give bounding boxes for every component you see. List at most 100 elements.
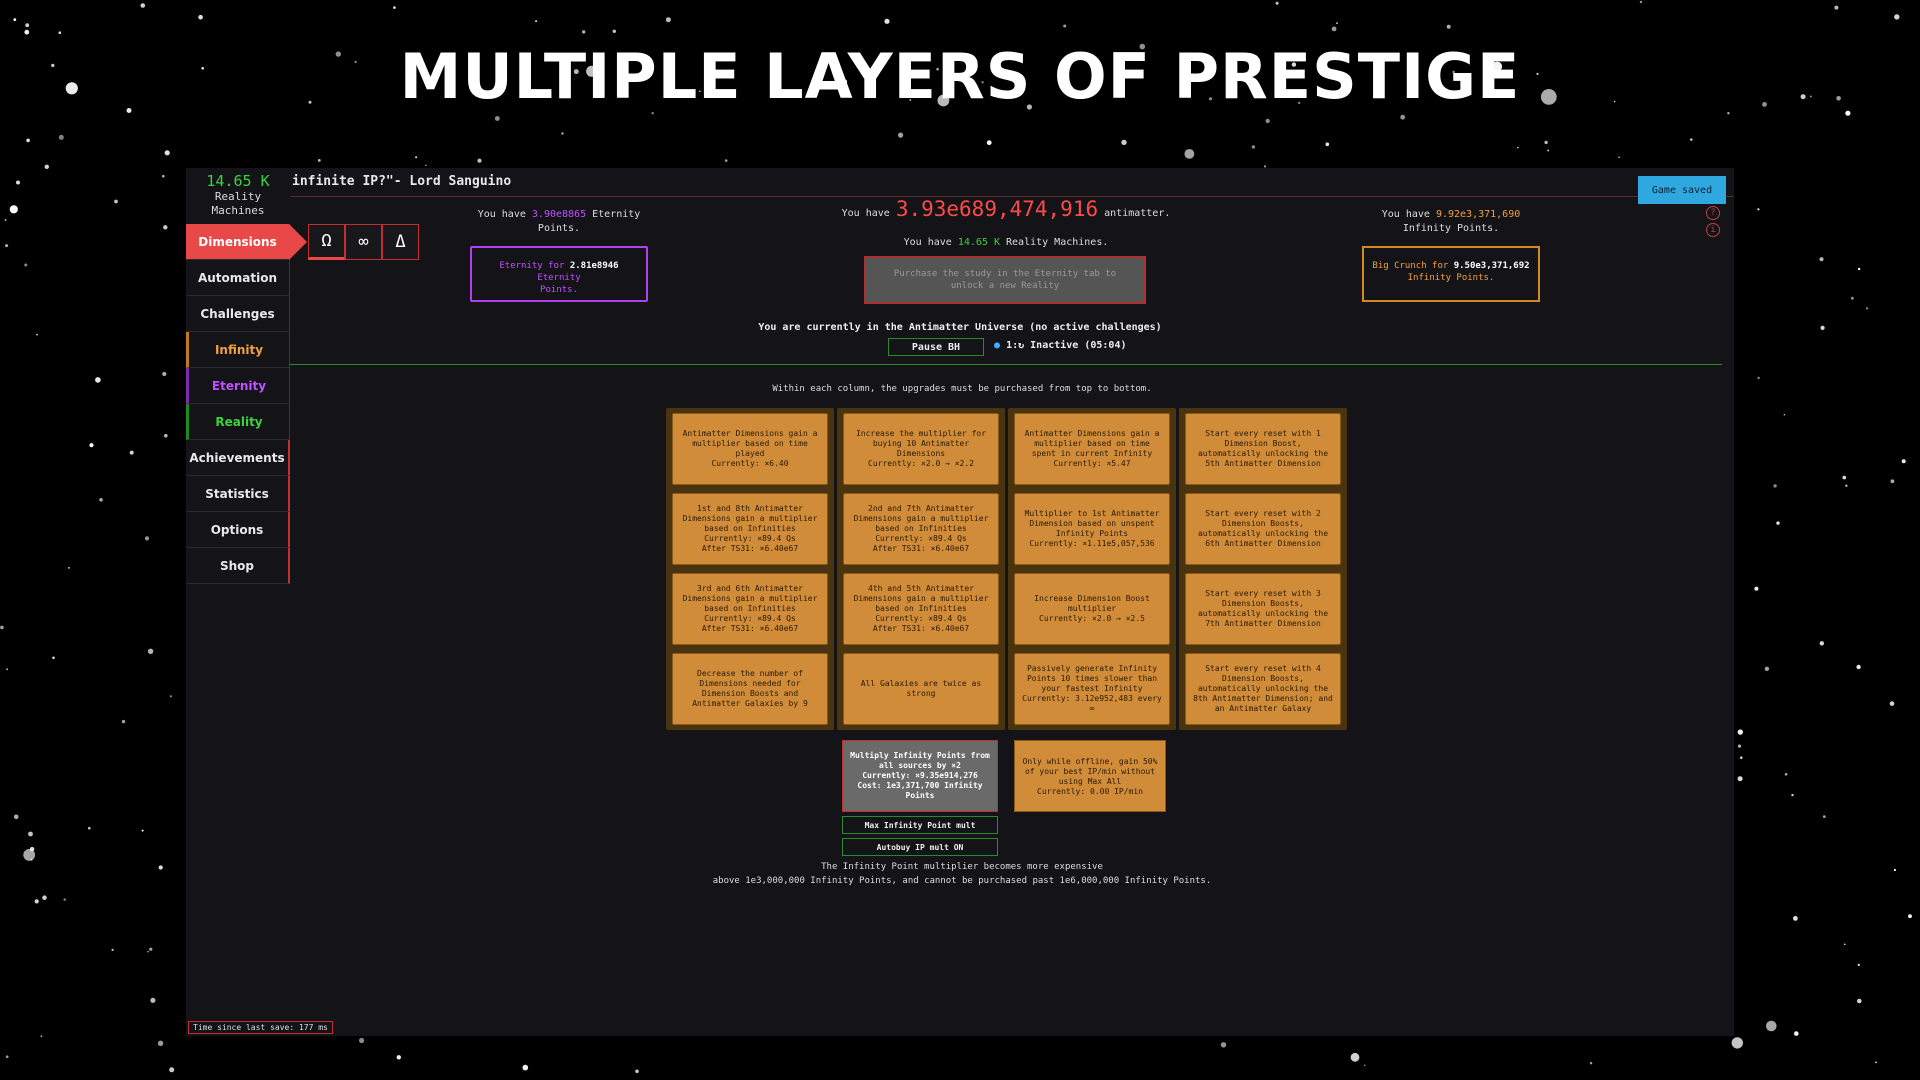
star — [1776, 521, 1780, 525]
help-icon[interactable]: ? — [1706, 206, 1720, 220]
star — [981, 81, 984, 84]
star — [126, 108, 132, 113]
infinity-upgrade[interactable]: 4th and 5th Antimatter Dimensions gain a… — [843, 573, 999, 645]
star — [1275, 1, 1279, 5]
infinity-upgrade[interactable]: Antimatter Dimensions gain a multiplier … — [672, 413, 828, 485]
star — [1251, 145, 1256, 149]
star — [68, 567, 70, 569]
star — [36, 333, 38, 336]
star — [1544, 140, 1548, 145]
infinity-upgrade[interactable]: 2nd and 7th Antimatter Dimensions gain a… — [843, 493, 999, 565]
star — [1291, 62, 1297, 67]
reality-button[interactable]: Purchase the study in the Eternity tab t… — [864, 256, 1146, 304]
star — [42, 895, 47, 900]
infinity-upgrade[interactable]: Start every reset with 4 Dimension Boost… — [1185, 653, 1341, 725]
star — [141, 829, 144, 832]
star — [13, 18, 17, 21]
star — [1800, 94, 1806, 100]
tab-reality[interactable]: Reality — [186, 404, 290, 440]
star — [164, 150, 170, 156]
delta-icon[interactable]: Δ — [382, 224, 419, 260]
star — [140, 3, 146, 8]
info-icon[interactable]: i — [1706, 223, 1720, 237]
tab-challenges[interactable]: Challenges — [186, 296, 290, 332]
tab-statistics[interactable]: Statistics — [186, 476, 290, 512]
ip-multiplier-upgrade[interactable]: Multiply Infinity Points from all source… — [842, 740, 998, 812]
game-window: 14.65 K Reality Machines Dimensions Auto… — [186, 168, 1734, 1036]
reality-machines-label: Reality — [214, 190, 262, 203]
star — [147, 950, 150, 953]
star — [0, 625, 4, 630]
infinity-upgrade[interactable]: Antimatter Dimensions gain a multiplier … — [1014, 413, 1170, 485]
star — [1452, 70, 1455, 74]
tab-achievements[interactable]: Achievements — [186, 440, 290, 476]
star — [1540, 89, 1557, 105]
star — [1794, 1031, 1799, 1036]
star — [1857, 267, 1861, 271]
pause-black-hole-button[interactable]: Pause BH — [888, 338, 984, 356]
star — [169, 695, 172, 698]
star — [724, 159, 728, 162]
star — [1822, 815, 1826, 818]
eternity-points-display: You have 3.90e8865 Eternity Points. — [477, 209, 641, 234]
star — [34, 899, 39, 904]
tab-shop[interactable]: Shop — [186, 548, 290, 584]
star — [162, 174, 165, 178]
star — [1589, 1062, 1593, 1065]
star — [198, 14, 203, 20]
infinity-upgrade[interactable]: 3rd and 6th Antimatter Dimensions gain a… — [672, 573, 828, 645]
game-saved-notification[interactable]: Game saved — [1638, 176, 1726, 204]
infinity-upgrade[interactable]: Multiplier to 1st Antimatter Dimension b… — [1014, 493, 1170, 565]
star — [52, 656, 55, 660]
star — [163, 225, 168, 230]
star — [1384, 54, 1388, 58]
infinity-upgrade[interactable]: Decrease the number of Dimensions needed… — [672, 653, 828, 725]
star — [1850, 296, 1854, 300]
section-divider — [290, 364, 1722, 365]
reality-machines-info: You have 14.65 K Reality Machines. — [903, 237, 1109, 248]
star — [1220, 1042, 1227, 1048]
omega-icon[interactable]: Ω — [308, 224, 345, 260]
star — [24, 263, 28, 267]
antimatter-amount: 3.93e689,474,916 — [895, 197, 1099, 221]
star — [89, 443, 94, 448]
star — [1757, 376, 1760, 380]
tab-infinity[interactable]: Infinity — [186, 332, 290, 368]
star — [635, 1069, 639, 1074]
star — [354, 60, 357, 64]
infinity-upgrade[interactable]: Increase Dimension Boost multiplier Curr… — [1014, 573, 1170, 645]
infinity-upgrade[interactable]: Start every reset with 2 Dimension Boost… — [1185, 493, 1341, 565]
star — [58, 134, 64, 140]
star — [561, 132, 564, 135]
max-ip-mult-button[interactable]: Max Infinity Point mult — [842, 816, 998, 834]
tab-automation[interactable]: Automation — [186, 260, 290, 296]
tab-dimensions[interactable]: Dimensions — [186, 224, 307, 260]
star — [1819, 257, 1824, 262]
infinity-upgrade[interactable]: All Galaxies are twice as strong — [843, 653, 999, 725]
big-crunch-button[interactable]: Big Crunch for 9.50e3,371,692 Infinity P… — [1362, 246, 1540, 302]
infinity-upgrade[interactable]: Start every reset with 3 Dimension Boost… — [1185, 573, 1341, 645]
infinity-upgrade[interactable]: Passively generate Infinity Points 10 ti… — [1014, 653, 1170, 725]
tab-eternity[interactable]: Eternity — [186, 368, 290, 404]
star — [477, 158, 482, 163]
star — [1737, 744, 1742, 748]
star — [1791, 793, 1794, 797]
star — [158, 865, 163, 870]
eternity-button[interactable]: Eternity for 2.81e8946 Eternity Points. — [470, 246, 648, 302]
autobuy-ip-mult-button[interactable]: Autobuy IP mult ON — [842, 838, 998, 856]
star — [699, 90, 701, 93]
infinity-upgrade[interactable]: 1st and 8th Antimatter Dimensions gain a… — [672, 493, 828, 565]
star — [1737, 729, 1744, 735]
star — [317, 159, 321, 162]
star — [1845, 484, 1848, 487]
infinity-upgrade[interactable]: Start every reset with 1 Dimension Boost… — [1185, 413, 1341, 485]
infinity-icon[interactable]: ∞ — [345, 224, 382, 260]
star — [1325, 142, 1330, 147]
offline-ip-upgrade[interactable]: Only while offline, gain 50% of your bes… — [1014, 740, 1166, 812]
tab-options[interactable]: Options — [186, 512, 290, 548]
star — [30, 858, 33, 861]
star — [898, 132, 904, 138]
infinity-upgrade[interactable]: Increase the multiplier for buying 10 An… — [843, 413, 999, 485]
star — [909, 99, 912, 101]
